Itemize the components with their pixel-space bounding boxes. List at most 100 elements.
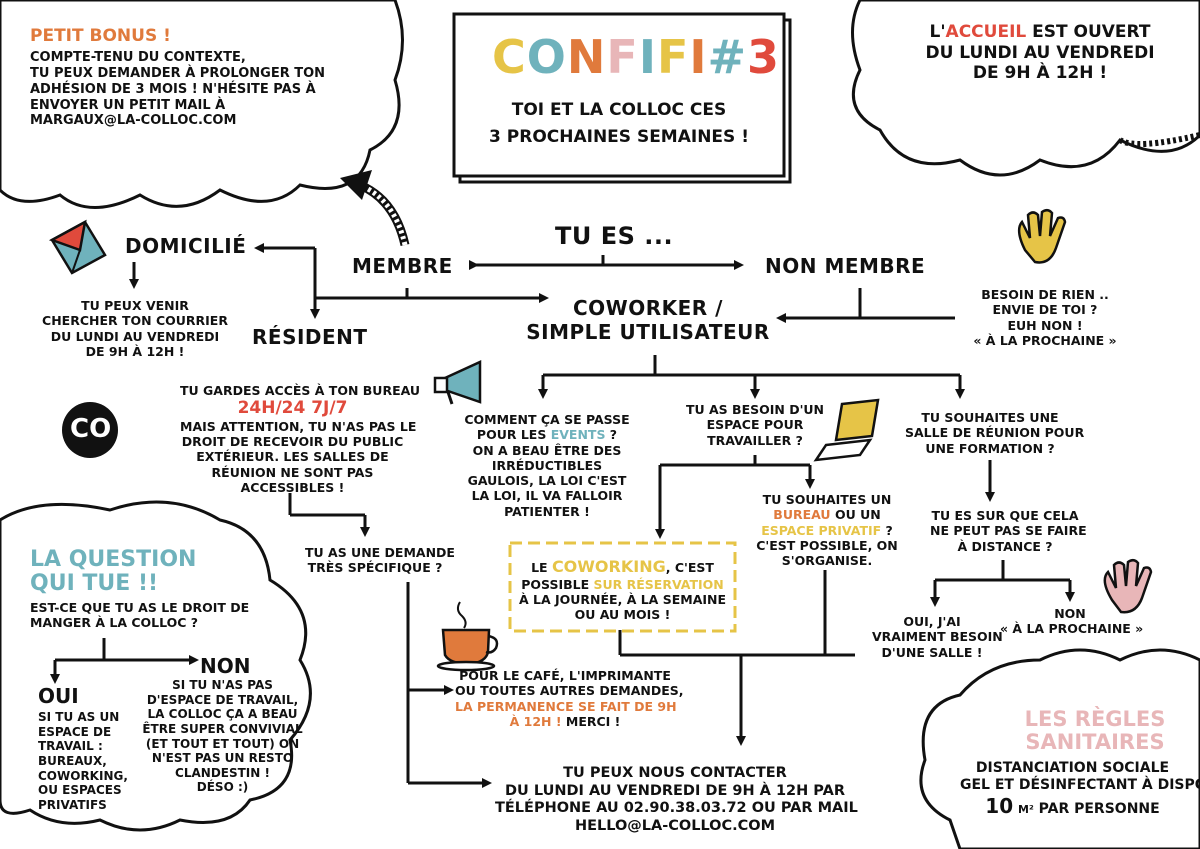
domicilie-text: TU PEUX VENIR CHERCHER TON COURRIER DU L… (40, 298, 230, 359)
oui-salle-text: OUI, J'AI VRAIMENT BESOIN D'UNE SALLE ! (872, 614, 1003, 660)
envelope-icon (48, 219, 107, 275)
logo-letter: O (526, 30, 567, 84)
text-line: COMMENT ÇA SE PASSE (464, 412, 630, 427)
regles-heading: LES RÈGLES SANITAIRES (1010, 707, 1180, 754)
colloc-logo-text: Co (70, 414, 112, 444)
text-line: D'UNE SALLE ! (881, 644, 983, 660)
text-line: BUREAUX, (38, 753, 107, 768)
text-line: SI TU AS UN (38, 710, 120, 724)
logo-letter: I (638, 30, 657, 84)
text-line: À DISTANCE ? (957, 538, 1053, 554)
permanence-highlight: À 12H ! (509, 713, 562, 729)
bonus-line: ENVOYER UN PETIT MAIL À (30, 97, 226, 113)
logo-letter: F (606, 30, 639, 84)
text-line: N'EST PAS UN RESTO (151, 751, 294, 766)
text-line: EST-CE QUE TU AS LE DROIT DE (30, 600, 250, 615)
accueil-line: DE 9H À 12H ! (972, 63, 1108, 84)
events-highlight: EVENTS (550, 427, 606, 443)
title-subtitle: TOI ET LA COLLOC CES 3 PROCHAINES SEMAIN… (454, 100, 784, 147)
text-line: PATIENTER ! (504, 503, 590, 519)
bonus-line: ADHÉSION DE 3 MOIS ! N'HÉSITE PAS À (30, 81, 316, 97)
accueil-rest: EST OUVERT (1026, 22, 1151, 42)
text-line: C'EST POSSIBLE, ON (756, 537, 898, 553)
text-line: ESPACE POUR (706, 417, 804, 433)
text-fragment: ? (881, 522, 893, 538)
coworker-line: SIMPLE UTILISATEUR (526, 320, 770, 345)
tu-es-label: TU ES ... (555, 222, 674, 250)
espace-text: TU AS BESOIN D'UN ESPACE POUR TRAVAILLER… (685, 402, 825, 448)
membre-label: MEMBRE (352, 254, 453, 278)
question-cloud (0, 500, 312, 832)
non-membre-label: NON MEMBRE (765, 254, 926, 278)
text-line: EUH NON ! (1007, 317, 1083, 333)
heading-line: QUI TUE !! (30, 571, 159, 597)
text-fragment: ? (605, 427, 618, 443)
events-text: COMMENT ÇA SE PASSE POUR LES EVENTS ? ON… (462, 412, 632, 519)
text-line: RÉUNION NE SONT PAS (211, 464, 374, 480)
heading-line: LES RÈGLES (1024, 707, 1166, 731)
reservation-highlight: SUR RÉSERVATION (593, 576, 724, 592)
domicilie-label: DOMICILIÉ (125, 234, 247, 258)
regles-cloud (919, 648, 1200, 849)
text-line: TU SOUHAITES UNE (921, 410, 1059, 425)
text-line: OU AU MOIS ! (574, 607, 671, 623)
text-line: « À LA PROCHAINE » (1000, 621, 1144, 637)
bonus-line: TU PEUX DEMANDER À PROLONGER TON (30, 65, 326, 81)
accueil-line: DU LUNDI AU VENDREDI (925, 42, 1155, 63)
text-fragment: PAR PERSONNE (1033, 801, 1160, 818)
text-line: NON (1054, 606, 1086, 621)
text-line: TU AS UNE DEMANDE (305, 545, 455, 560)
text-line: MANGER À LA COLLOC ? (30, 615, 199, 631)
text-line: GEL ET DÉSINFECTANT À DISPO (960, 777, 1200, 794)
text-line: ON A BEAU ÊTRE DES (472, 442, 622, 458)
coworker-line: COWORKER / (573, 296, 723, 320)
text-line: CHERCHER TON COURRIER (42, 313, 228, 329)
text-line: À LA JOURNÉE, À LA SEMAINE (518, 591, 727, 607)
bonus-text: COMPTE-TENU DU CONTEXTE, TU PEUX DEMANDE… (30, 50, 325, 129)
logo-letter: N (566, 30, 607, 84)
text-line: TU PEUX VENIR (81, 298, 189, 313)
text-line: ÊTRE SUPER CONVIVIAL (142, 721, 303, 736)
text-line: DROIT DE RECEVOIR DU PUBLIC (181, 434, 404, 450)
text-line: MAIS ATTENTION, TU N'AS PAS LE (180, 418, 417, 434)
logo-letter: # (707, 30, 748, 84)
demande-text: TU AS UNE DEMANDE TRÈS SPÉCIFIQUE ? (305, 545, 455, 576)
subtitle-line: 3 PROCHAINES SEMAINES ! (489, 126, 749, 147)
text-line: ACCESSIBLES ! (240, 479, 345, 495)
bureau-text: TU SOUHAITES UN BUREAU OU UN ESPACE PRIV… (752, 492, 902, 568)
text-line: OUI, J'AI (903, 614, 961, 629)
confifi-logo: CONFIFI#3 (492, 30, 780, 84)
laptop-icon (813, 398, 880, 462)
subtitle-line: TOI ET LA COLLOC CES (511, 100, 727, 120)
text-line: TU PEUX NOUS CONTACTER (563, 765, 787, 781)
text-line: OU ESPACES (38, 783, 122, 798)
accueil-text: L'ACCUEIL EST OUVERT DU LUNDI AU VENDRED… (895, 22, 1185, 84)
contact-phone[interactable]: TÉLÉPHONE AU 02.90.38.03.72 OU PAR MAIL (495, 800, 858, 817)
contact-email[interactable]: HELLO@LA-COLLOC.COM (574, 818, 776, 835)
text-line: (ET TOUT ET TOUT) ON (145, 736, 300, 751)
heading-line: LA QUESTION (30, 547, 197, 572)
text-line: DU LUNDI AU VENDREDI DE 9H À 12H PAR (505, 782, 845, 799)
bonus-email[interactable]: MARGAUX@LA-COLLOC.COM (30, 113, 237, 129)
logo-letter: F (656, 30, 690, 84)
distance-text: TU ES SUR QUE CELA NE PEUT PAS SE FAIRE … (930, 508, 1087, 554)
text-line: GAULOIS, LA LOI C'EST (467, 473, 627, 488)
oui-label: OUI (38, 684, 79, 708)
text-line: ENVIE DE TOI ? (992, 302, 1098, 318)
resident-text: TU GARDES ACCÈS À TON BUREAU 24H/24 7J/7… (180, 383, 420, 495)
non-salle-text: NON « À LA PROCHAINE » (1000, 606, 1144, 637)
text-line: BESOIN DE RIEN .. (981, 287, 1109, 302)
non-membre-text: BESOIN DE RIEN .. ENVIE DE TOI ? EUH NON… (965, 287, 1125, 348)
text-line: S'ORGANISE. (781, 553, 873, 568)
bonus-heading: PETIT BONUS ! (30, 26, 171, 46)
text-fragment: MERCI ! (561, 713, 621, 729)
non-label: NON (200, 654, 251, 678)
title-box (452, 12, 786, 178)
text-line: TRAVAIL : (38, 739, 103, 754)
text-line: DU LUNDI AU VENDREDI (50, 328, 220, 344)
text-line: EXTÉRIEUR. LES SALLES DE (196, 449, 389, 465)
text-line: DÉSO :) (196, 780, 249, 795)
permanence-highlight: LA PERMANENCE SE FAIT DE 9H (455, 698, 677, 714)
